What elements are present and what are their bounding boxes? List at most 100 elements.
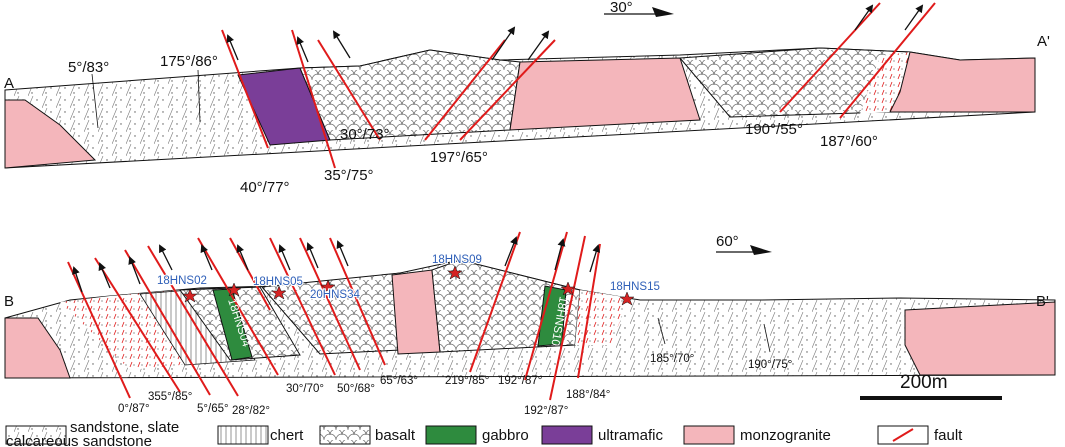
attitude-label: 30°/73° (340, 126, 390, 143)
section-b-end-left: B (4, 293, 14, 310)
attitude-label: 65°/63° (380, 375, 418, 387)
section-b-monzogranite-west (4, 317, 71, 379)
attitude-label: 192°/87° (498, 375, 542, 387)
fault-line (221, 29, 269, 149)
legend-label: calcareous sandstone (6, 433, 152, 447)
section-a-attitude-leaders (91, 69, 201, 129)
fault-line (779, 2, 881, 113)
sample-star (271, 285, 287, 300)
sample-label: 20HNS34 (310, 289, 360, 301)
section-b-faults (67, 231, 601, 401)
section-b-gabbro-18hns04 (212, 288, 253, 361)
attitude-label: 197°/65° (430, 149, 488, 166)
attitude-label: 35°/75° (324, 167, 374, 184)
legend-item-ultramafic: ultramafic (541, 425, 664, 445)
legend-label: gabbro (482, 427, 529, 444)
section-a-direction-arrow (604, 7, 674, 17)
attitude-label: 188°/84° (566, 389, 610, 401)
slip-arrow (72, 266, 83, 293)
fault-line (317, 39, 381, 141)
legend-swatch (683, 425, 735, 445)
fault-icon (892, 428, 914, 442)
section-b-end-right: B' (1036, 293, 1049, 310)
section-a: A A' 30° 5°/83° 175°/86° 40°/77° 35°/75°… (4, 0, 1050, 196)
section-b-direction-arrow (716, 245, 772, 255)
scale-bar-label: 200m (900, 372, 948, 393)
fault-line (291, 29, 336, 169)
legend-swatch (425, 425, 477, 445)
attitude-label: 219°/85° (445, 375, 489, 387)
legend-item-gabbro: gabbro (425, 425, 529, 445)
fault-line (147, 245, 239, 397)
fault-line (469, 231, 521, 373)
section-a-sheared-zone (860, 52, 910, 114)
attitude-label: 355°/85° (148, 391, 192, 403)
sample-label: 18HNS09 (432, 254, 482, 266)
slip-arrow (159, 244, 173, 271)
attitude-label: 187°/60° (820, 133, 878, 150)
attitude-label: 0°/87° (118, 403, 150, 415)
sample-star (226, 282, 242, 297)
slip-arrow (306, 242, 319, 269)
slip-arrow (278, 244, 291, 271)
section-a-monzogranite-west (4, 99, 97, 169)
slip-arrow (332, 30, 351, 59)
fault-line (424, 39, 506, 141)
fault-line (329, 237, 386, 366)
attitude-label: 190°/75° (748, 359, 792, 371)
legend-label: sandstone, slate (70, 419, 179, 436)
sample-star (320, 279, 336, 294)
fault-line (94, 257, 181, 393)
fault-line (459, 39, 556, 141)
legend-swatch (217, 425, 269, 445)
fault-line (839, 2, 936, 119)
legend-label: basalt (375, 427, 416, 444)
slip-arrow (128, 256, 141, 285)
section-a-faults (221, 2, 936, 169)
section-a-direction-label: 30° (610, 0, 633, 16)
legend-item-basalt: basalt (319, 425, 416, 445)
slip-arrow (491, 26, 516, 61)
fault-line (124, 249, 211, 396)
sample-star (182, 288, 198, 303)
section-a-fault-arrows (226, 4, 924, 63)
sample-star (619, 291, 635, 306)
legend-swatch (5, 425, 67, 445)
slip-arrow (854, 4, 874, 31)
legend-item-chert: chert (217, 425, 304, 445)
attitude-label: 30°/70° (286, 383, 324, 395)
sample-label: 18HNS15 (610, 281, 660, 293)
slip-arrow (527, 30, 550, 61)
attitude-label: 175°/86° (160, 53, 218, 70)
section-b-fault-arrows (72, 236, 601, 293)
attitude-label: 28°/82° (232, 405, 270, 417)
section-b-sheared-zone-east (575, 290, 630, 345)
slip-arrow (504, 236, 518, 267)
legend-label: chert (270, 427, 304, 444)
attitude-label: 5°/83° (68, 59, 109, 76)
slip-arrow (226, 34, 239, 61)
slip-arrow (904, 4, 924, 31)
legend-item-sandstone: sandstone, slate calcareous sandstone (5, 419, 179, 447)
sample-star (447, 265, 463, 280)
fault-line (299, 237, 361, 371)
legend-item-monzogranite: monzogranite (683, 425, 831, 445)
sample-star (560, 281, 576, 296)
legend-item-fault: fault (877, 425, 963, 445)
slip-arrow (200, 244, 213, 271)
attitude-label: 190°/55° (745, 121, 803, 138)
legend: sandstone, slate calcareous sandstone ch… (5, 419, 963, 447)
legend-label: fault (934, 427, 963, 444)
section-a-basalt-west (299, 49, 521, 141)
section-a-end-left: A (4, 75, 14, 92)
section-a-end-right: A' (1037, 33, 1050, 50)
section-b-samples (182, 265, 635, 306)
fault-line (67, 261, 131, 399)
attitude-label: 192°/87° (524, 405, 568, 417)
section-b-monzogranite-east (904, 301, 1056, 376)
attitude-label: 50°/68° (337, 383, 375, 395)
slip-arrow (336, 240, 349, 267)
fault-line (197, 237, 279, 376)
attitude-label: 40°/77° (240, 179, 290, 196)
